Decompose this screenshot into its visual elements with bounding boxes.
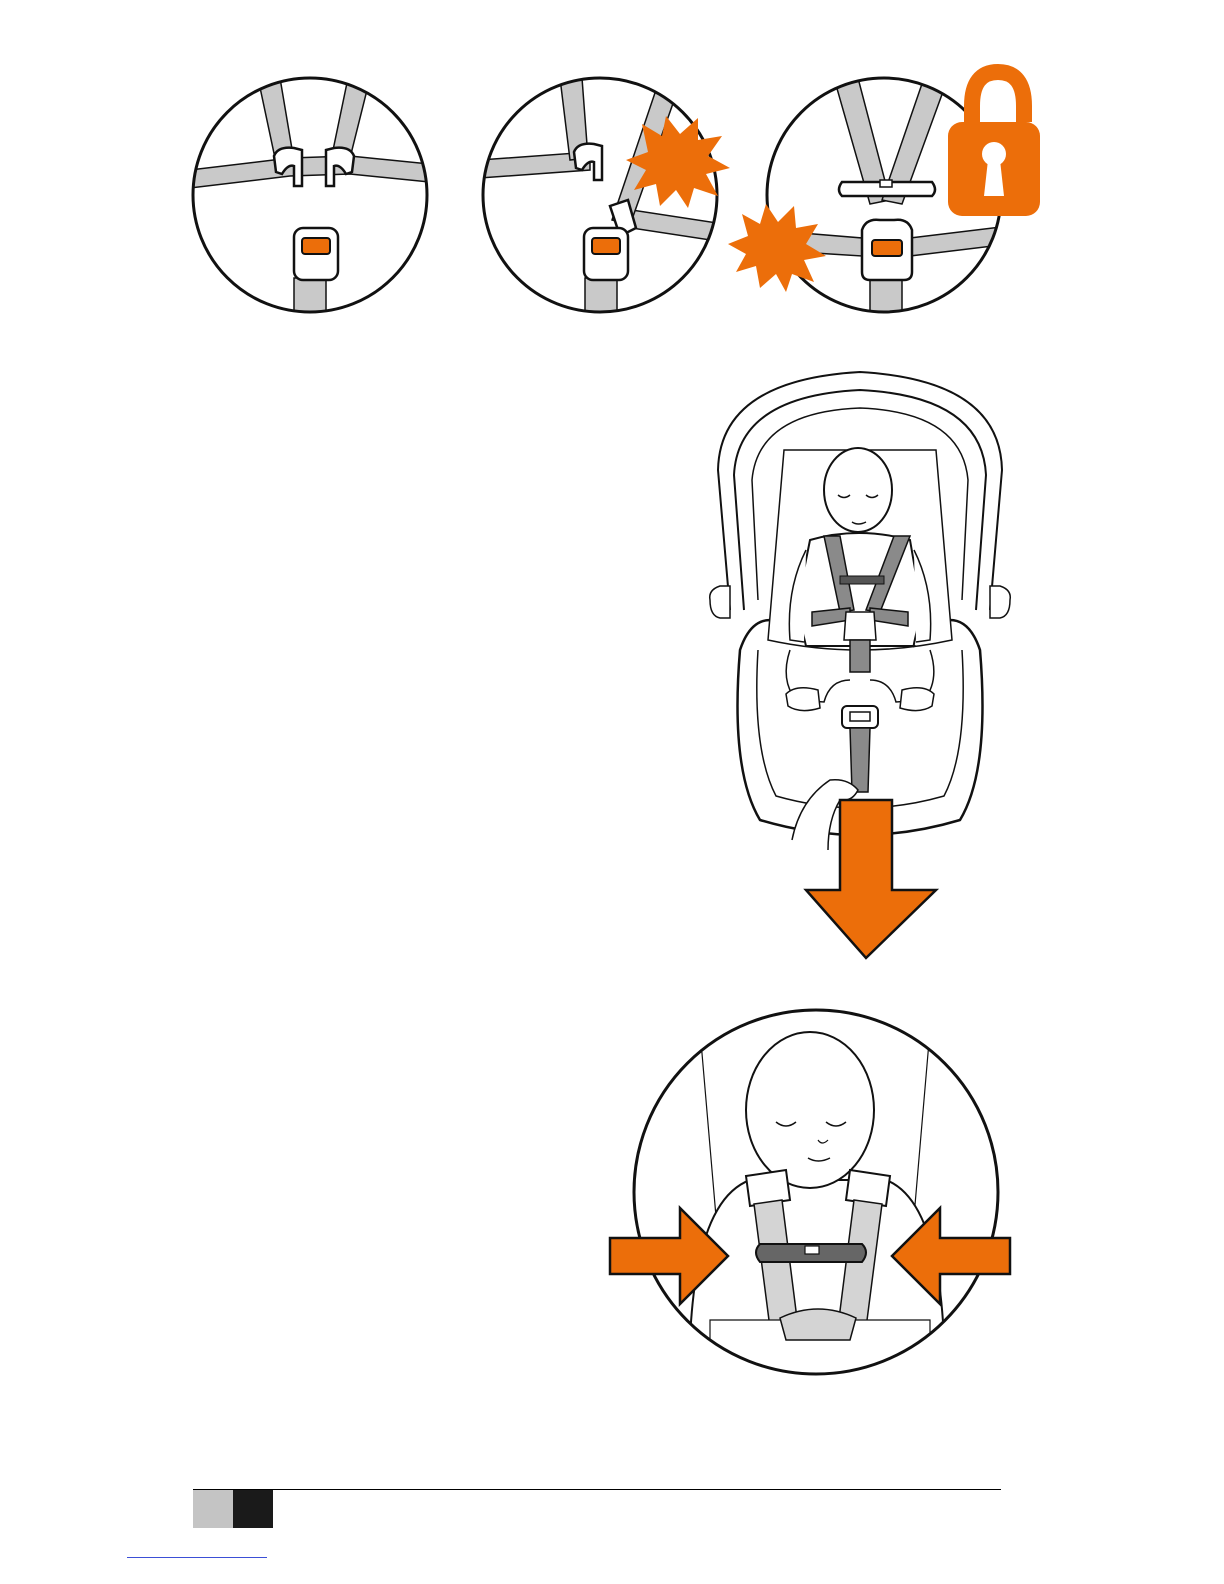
buckle-steps-illustration — [190, 60, 1050, 330]
page-tab-grey — [193, 1490, 233, 1528]
padlock-icon — [948, 72, 1040, 216]
footer-link-underline — [127, 1557, 267, 1558]
chest-clip-closeup-illustration — [600, 1000, 1020, 1390]
infant-carrier-illustration — [700, 350, 1020, 970]
page-tab-black — [233, 1490, 273, 1528]
step-1-open-buckle — [190, 60, 450, 330]
step-2-insert-tongue — [480, 60, 740, 330]
footer-rule — [193, 1489, 1001, 1490]
